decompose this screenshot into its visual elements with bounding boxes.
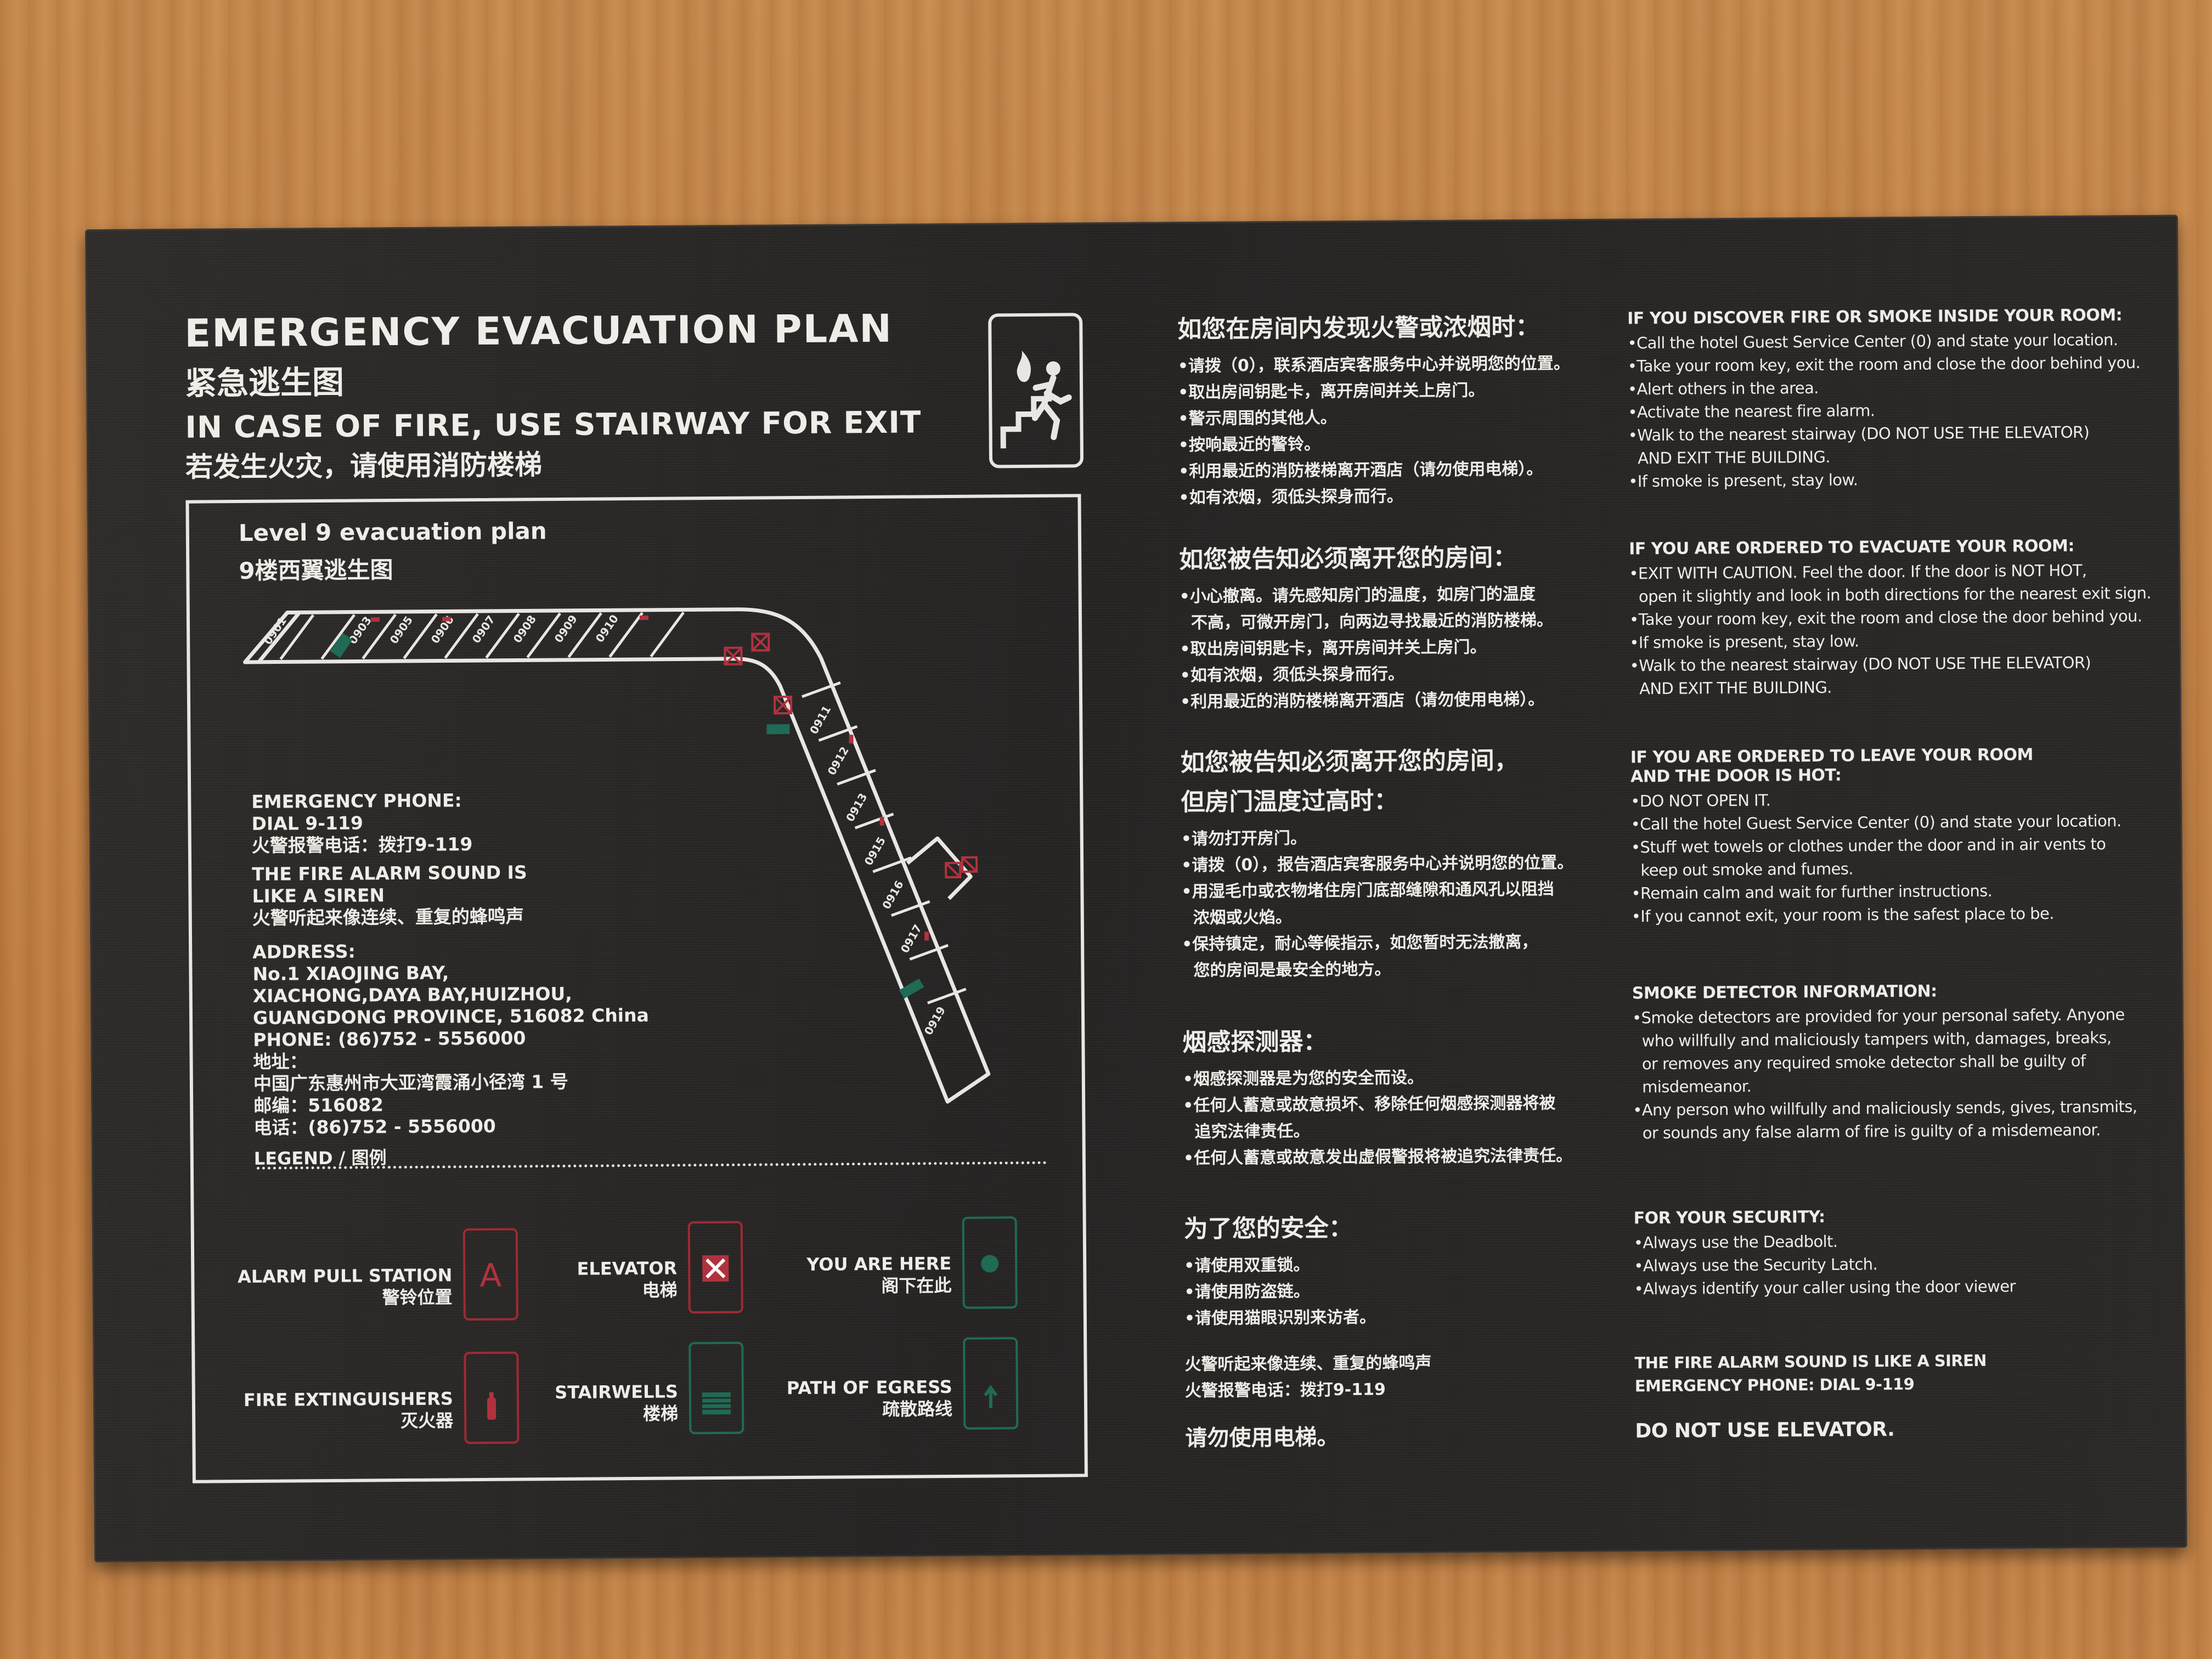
room-0917: 0917: [898, 922, 924, 955]
phone-cn: 电话：(86)752 - 5556000: [253, 1115, 496, 1138]
path-of-egress-icon: [963, 1337, 1019, 1430]
room-0911: 0911: [807, 703, 833, 736]
address-line-3: GUANGDONG PROVINCE, 516082 China: [252, 1004, 649, 1029]
fire-exit-stairs-icon: [988, 313, 1084, 469]
cn-section-smoke-detector: 烟感探测器： •烟感探测器是为您的安全而设。 •任何人蓄意或故意损坏、移除任何烟…: [1182, 1028, 1573, 1169]
en-section-door-hot: IF YOU ARE ORDERED TO LEAVE YOUR ROOM AN…: [1630, 745, 2121, 926]
room-0912: 0912: [825, 744, 851, 777]
elevator-marks: [724, 633, 978, 879]
floor-plan-diagram: 0901 0903 0905 0906 0907 0908 0909 0910 …: [243, 607, 991, 1104]
cn-section-siren: 火警听起来像连续、重复的蜂鸣声 火警报警电话：拨打9-119: [1184, 1353, 1432, 1401]
english-instructions: IF YOU DISCOVER FIRE OR SMOKE INSIDE YOU…: [1627, 306, 2165, 1442]
floor-map-frame: Level 9 evacuation plan 9楼西翼逃生图 09: [185, 494, 1088, 1483]
address-line-1: No.1 XIAOJING BAY,: [252, 962, 449, 985]
address-label-cn: 地址：: [253, 1051, 308, 1073]
address-line-2: XIACHONG,DAYA BAY,HUIZHOU,: [252, 983, 572, 1007]
stairwell-icon: [689, 1341, 744, 1435]
siren-cn: 火警听起来像连续、重复的蜂鸣声: [252, 905, 524, 929]
title-en: EMERGENCY EVACUATION PLAN: [184, 306, 893, 356]
en-section-siren: THE FIRE ALARM SOUND IS LIKE A SIREN EME…: [1634, 1351, 1987, 1396]
subtitle-en: IN CASE OF FIRE, USE STAIRWAY FOR EXIT: [185, 404, 922, 445]
room-0916: 0916: [879, 878, 906, 911]
alarm-pull-station-icon: A: [462, 1228, 518, 1321]
cn-section-evacuate: 如您被告知必须离开您的房间： •小心撤离。请先感知房门的温度，如房门的温度 不高…: [1179, 543, 1554, 712]
title-cn: 紧急逃生图: [184, 363, 345, 402]
subtitle-cn: 若发生火灾，请使用消防楼梯: [185, 449, 543, 483]
cn-section-discover-fire: 如您在房间内发现火警或浓烟时： •请拨（0），联系酒店宾客服务中心并说明您的位置…: [1177, 313, 1570, 508]
room-dividers: [279, 611, 967, 1005]
elevator-icon: [687, 1221, 743, 1314]
en-section-evacuate: IF YOU ARE ORDERED TO EVACUATE YOUR ROOM…: [1629, 536, 2152, 698]
room-0913: 0913: [843, 791, 870, 823]
room-0919: 0919: [922, 1004, 948, 1037]
chinese-instructions: 如您在房间内发现火警或浓烟时： •请拨（0），联系酒店宾客服务中心并说明您的位置…: [1177, 306, 1671, 1451]
alarm-marks: [370, 615, 929, 941]
you-are-here-icon: [962, 1216, 1018, 1309]
address-phone: PHONE: (86)752 - 5556000: [253, 1027, 526, 1051]
fire-extinguisher-icon: [464, 1351, 520, 1444]
address-label: ADDRESS:: [252, 940, 356, 963]
en-section-smoke-detector: SMOKE DETECTOR INFORMATION: •Smoke detec…: [1632, 981, 2137, 1143]
evacuation-plaque: EMERGENCY EVACUATION PLAN 紧急逃生图 IN CASE …: [85, 215, 2187, 1562]
en-no-elevator: DO NOT USE ELEVATOR.: [1635, 1418, 1895, 1443]
emergency-phone-number: DIAL 9-119: [251, 812, 363, 834]
cn-no-elevator: 请勿使用电梯。: [1185, 1425, 1339, 1452]
postcode-cn: 邮编：516082: [253, 1094, 384, 1116]
cn-section-door-hot: 如您被告知必须离开您的房间， 但房门温度过高时： •请勿打开房门。 •请拨（0）…: [1180, 746, 1574, 981]
cn-section-security: 为了您的安全： •请使用双重锁。 •请使用防盗链。 •请使用猫眼识别来访者。: [1183, 1214, 1376, 1329]
siren-line-2: LIKE A SIREN: [252, 884, 385, 907]
stairwell-marks: [330, 633, 924, 999]
room-0915: 0915: [862, 834, 888, 867]
en-section-security: FOR YOUR SECURITY: •Always use the Deadb…: [1633, 1207, 2016, 1299]
emergency-phone-cn: 火警报警电话：拨打9-119: [251, 833, 473, 856]
en-section-discover-fire: IF YOU DISCOVER FIRE OR SMOKE INSIDE YOU…: [1627, 306, 2141, 491]
siren-line-1: THE FIRE ALARM SOUND IS: [252, 861, 527, 885]
emergency-phone-label: EMERGENCY PHONE:: [251, 789, 462, 812]
emergency-info: EMERGENCY PHONE: DIAL 9-119 火警报警电话：拨打9-1…: [251, 788, 650, 1139]
address-cn: 中国广东惠州市大亚湾霞涌小径湾 1 号: [253, 1070, 568, 1094]
